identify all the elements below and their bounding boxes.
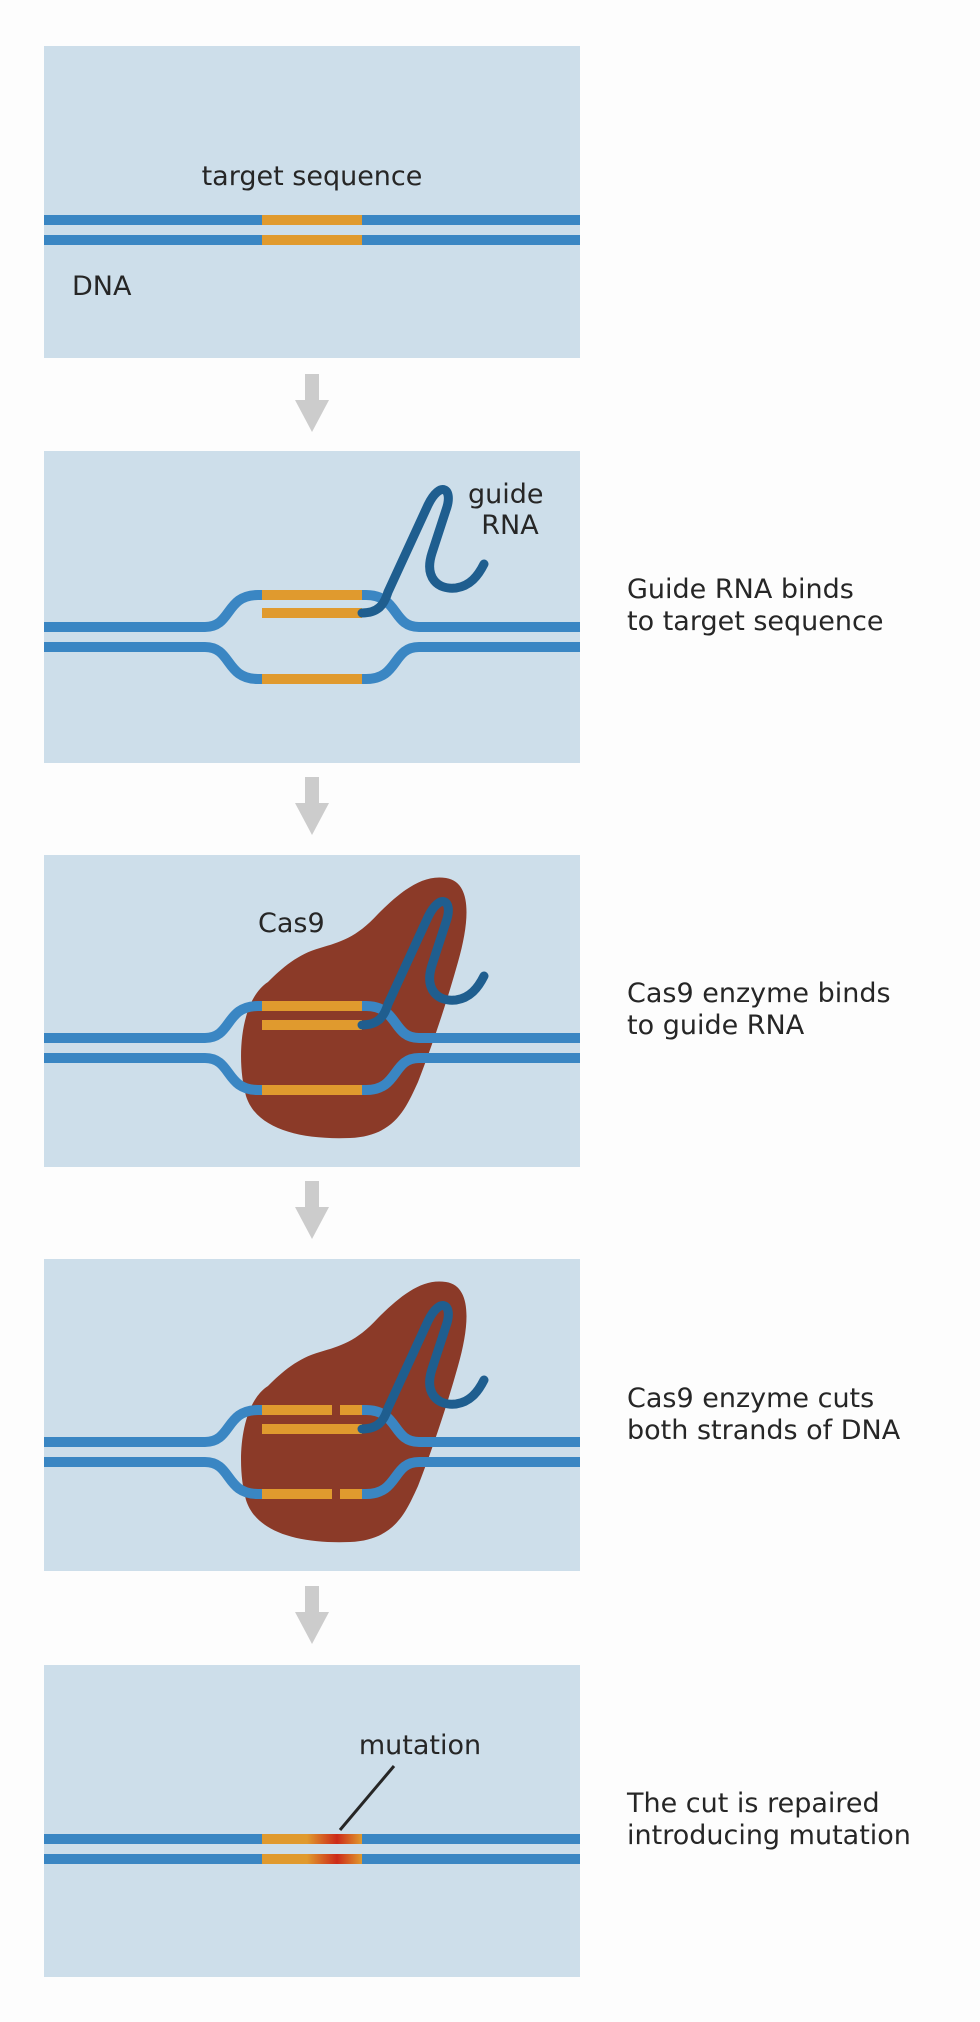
guide-rna-label: guide RNA (468, 479, 552, 541)
target-segment-bottom-right (340, 1489, 362, 1499)
target-segment-top-right (340, 1405, 362, 1415)
mutated-segment-bottom (262, 1854, 362, 1864)
guide-rna-paired (262, 608, 362, 618)
step-arrow-4 (295, 1586, 329, 1644)
panel-3: Cas9 (44, 855, 580, 1167)
caption-step-4: Cas9 enzyme cuts both strands of DNA (627, 1383, 901, 1446)
panel-4 (44, 1259, 580, 1571)
panel-5-background (44, 1665, 580, 1977)
panel-1-background (44, 46, 580, 358)
target-segment-top (262, 215, 362, 225)
panel-5: mutation (44, 1665, 580, 1977)
cut-gap-bottom (332, 1487, 340, 1501)
target-segment-top-left (262, 1405, 332, 1415)
mutation-pointer-line (338, 1765, 396, 1831)
panel-1: target sequence DNA (44, 46, 580, 358)
mutated-segment-top (262, 1834, 362, 1844)
cut-gap-top (332, 1403, 340, 1417)
target-sequence-label: target sequence (202, 161, 423, 192)
step-arrow-1 (295, 374, 329, 432)
dna-label: DNA (72, 271, 132, 302)
caption-step-3: Cas9 enzyme binds to guide RNA (627, 978, 899, 1041)
target-segment-bottom (262, 1085, 362, 1095)
caption-step-2: Guide RNA binds to target sequence (627, 574, 883, 637)
mutation-label: mutation (359, 1730, 481, 1761)
guide-rna-strand (357, 1301, 489, 1434)
target-segment-bottom (262, 674, 362, 684)
panel-2: guide RNA (44, 451, 580, 763)
target-segment-top (262, 1001, 362, 1011)
guide-rna-paired (262, 1424, 362, 1434)
target-segment-bottom (262, 235, 362, 245)
guide-rna-strand (357, 897, 489, 1030)
target-segment-top (262, 590, 362, 600)
step-arrow-3 (295, 1181, 329, 1239)
guide-rna-paired (262, 1020, 362, 1030)
caption-step-5: The cut is repaired introducing mutation (626, 1788, 911, 1851)
guide-rna-strand (357, 485, 489, 618)
cas9-label: Cas9 (258, 908, 325, 939)
step-arrow-2 (295, 777, 329, 835)
panel-2-background (44, 451, 580, 763)
target-segment-bottom-left (262, 1489, 332, 1499)
